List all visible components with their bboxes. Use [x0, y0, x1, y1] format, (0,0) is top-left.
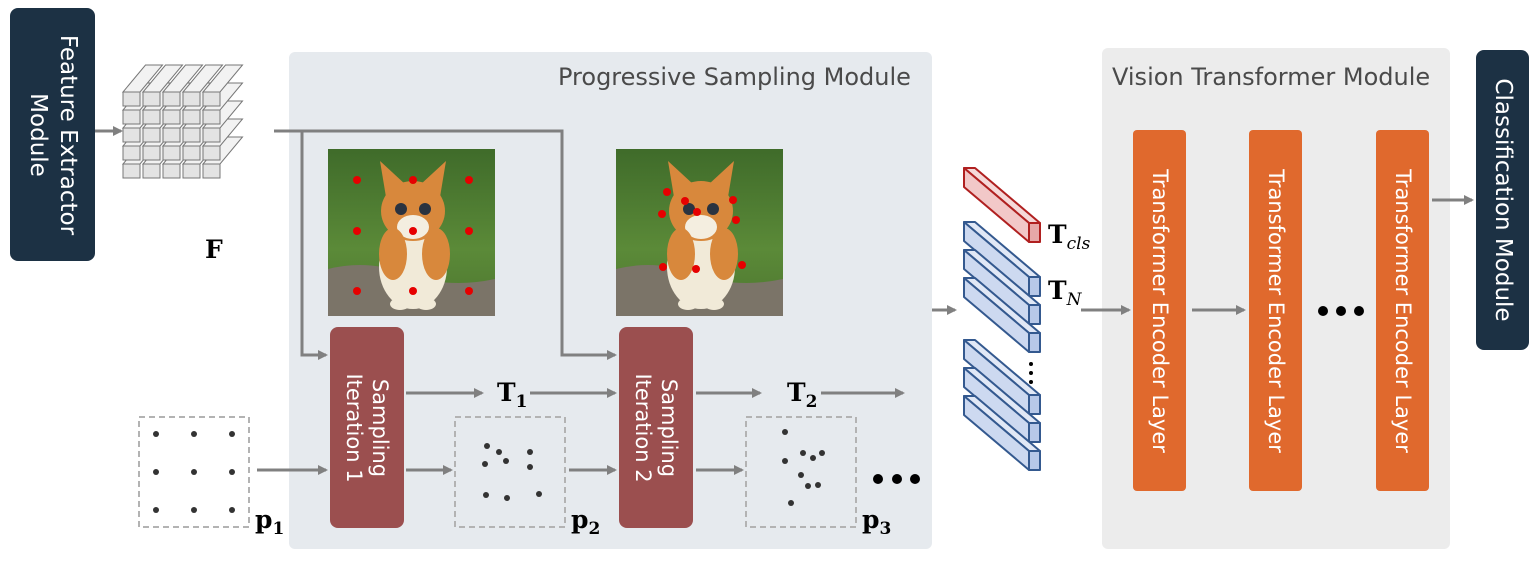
- label-p1-sub: 1: [272, 519, 285, 539]
- points-p1: [153, 431, 235, 513]
- label-T1: T1: [497, 378, 527, 412]
- feature-cube-front: [122, 91, 141, 107]
- feature-cube-front: [142, 127, 161, 143]
- feature-cube-front: [202, 145, 221, 161]
- feature-cube-front: [122, 127, 141, 143]
- points-box-p3: [745, 416, 857, 528]
- cat-image-2: [616, 149, 783, 316]
- feature-cube-front: [142, 163, 161, 179]
- progressive-sampling-title: Progressive Sampling Module: [558, 63, 911, 91]
- feature-cube-front: [202, 91, 221, 107]
- label-p1: p1: [255, 505, 284, 539]
- cat-image-2-graphic: [616, 149, 783, 316]
- label-T1-base: T: [497, 378, 516, 407]
- feature-cube-front: [182, 145, 201, 161]
- label-p3-base: p: [862, 505, 880, 534]
- sample-points-image-1: [353, 176, 473, 295]
- label-F: F: [205, 235, 223, 264]
- label-TN: TN: [1048, 276, 1081, 310]
- feature-cube-front: [142, 91, 161, 107]
- label-TN-base: T: [1048, 276, 1067, 305]
- patch-token-side: [1028, 422, 1041, 443]
- label-Tcls-base: T: [1048, 220, 1067, 249]
- feature-cube-front: [202, 163, 221, 179]
- points-p3: [782, 429, 825, 506]
- feature-cube-front: [162, 91, 181, 107]
- points-p2: [482, 443, 542, 501]
- label-T2-sub: 2: [805, 392, 818, 412]
- label-p1-base: p: [255, 505, 273, 534]
- cls-token: [963, 167, 1041, 243]
- feature-cube-front: [162, 127, 181, 143]
- sampling-iteration-1: Sampling Iteration 1: [330, 327, 404, 528]
- vision-transformer-title: Vision Transformer Module: [1112, 63, 1431, 91]
- feature-cube-front: [142, 145, 161, 161]
- sampling-iteration-2: Sampling Iteration 2: [619, 327, 693, 528]
- label-T2: T2: [787, 378, 817, 412]
- label-Tcls-sub: cls: [1066, 234, 1091, 254]
- label-T1-sub: 1: [515, 392, 528, 412]
- patch-token-side: [1028, 304, 1041, 325]
- patch-token-side: [1028, 276, 1041, 297]
- patch-token-face: [963, 395, 1030, 471]
- encoder-layer-1: Transformer Encoder Layer: [1133, 130, 1186, 491]
- patch-token-side: [1028, 450, 1041, 471]
- patch-tokens: [963, 221, 1041, 471]
- encoder-layer-2: Transformer Encoder Layer: [1249, 130, 1302, 491]
- feature-extractor-module: Feature Extractor Module: [10, 8, 95, 261]
- feature-cube-front: [182, 163, 201, 179]
- arrows: [95, 126, 1474, 475]
- classification-module: Classification Module: [1476, 50, 1529, 350]
- label-TN-sub: N: [1066, 290, 1082, 310]
- feature-cube-front: [122, 163, 141, 179]
- feature-cube-front: [182, 127, 201, 143]
- feature-cube-front: [202, 127, 221, 143]
- label-p2-sub: 2: [588, 519, 601, 539]
- patch-token-side: [1028, 332, 1041, 353]
- feature-cube-front: [162, 163, 181, 179]
- label-Tcls: Tcls: [1048, 220, 1090, 254]
- feature-cube-front: [162, 145, 181, 161]
- label-p3: p3: [862, 505, 891, 539]
- points-box-p2: [454, 416, 566, 528]
- feature-cube-front: [182, 91, 201, 107]
- label-p2-base: p: [571, 505, 589, 534]
- feature-cube-front: [122, 145, 141, 161]
- encoder-layer-n: Transformer Encoder Layer: [1376, 130, 1429, 491]
- points-box-p1: [138, 416, 250, 528]
- label-p3-sub: 3: [879, 519, 892, 539]
- patch-token-side: [1028, 394, 1041, 415]
- label-T2-base: T: [787, 378, 806, 407]
- feature-cube-front: [122, 109, 141, 125]
- ellipsis-tokens: [1029, 362, 1033, 384]
- feature-map-F: [121, 64, 244, 179]
- patch-token-face: [963, 277, 1030, 353]
- label-F-text: F: [205, 235, 223, 264]
- ellipsis-sampling: [873, 474, 920, 484]
- sample-points-image-2: [658, 188, 746, 273]
- feature-cube-front: [202, 109, 221, 125]
- label-p2: p2: [571, 505, 600, 539]
- feature-cube-front: [162, 109, 181, 125]
- ellipsis-encoders: [1318, 306, 1364, 316]
- feature-cube-front: [182, 109, 201, 125]
- feature-cube-front: [142, 109, 161, 125]
